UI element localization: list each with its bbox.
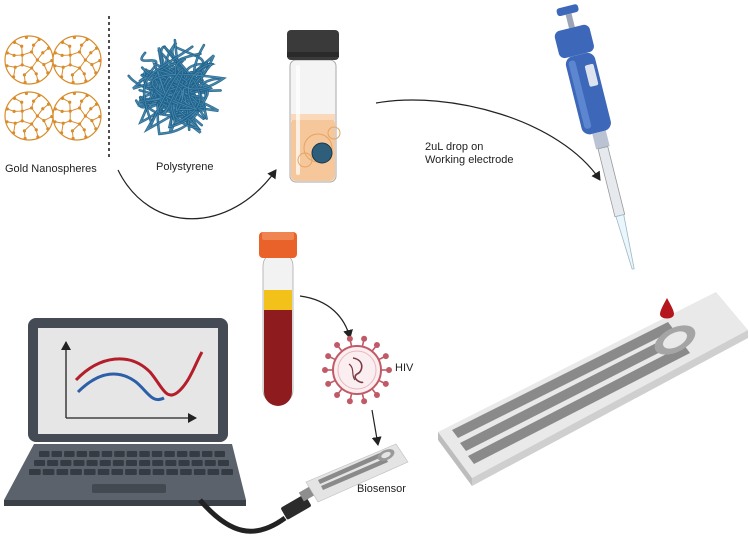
gold-nanosphere-icon: [4, 35, 54, 85]
label-polystyrene: Polystyrene: [156, 161, 214, 173]
label-gold-nanospheres: Gold Nanospheres: [5, 163, 97, 175]
vial-icon: [287, 30, 341, 183]
biosensor-icon: [281, 443, 409, 520]
label-drop-line1: 2uL drop on: [425, 141, 484, 153]
arrow-to-biosensor: [371, 409, 382, 446]
polystyrene-icon: [127, 38, 227, 136]
gold-nanosphere-icon: [4, 91, 54, 141]
label-biosensor: Biosensor: [357, 483, 406, 495]
blood-tube-icon: [259, 232, 297, 406]
virus-icon: [322, 335, 392, 405]
curve-red: [74, 351, 204, 397]
curve-blue: [76, 372, 165, 401]
usb-cable: [198, 498, 287, 534]
arrow-to-virus: [299, 295, 353, 339]
gold-nanosphere-icon: [52, 91, 102, 141]
gold-nanospheres: [4, 35, 102, 141]
pipette-icon: [554, 4, 635, 270]
arrow-to-vial: [117, 169, 277, 220]
label-drop-line2: Working electrode: [425, 154, 514, 166]
electrode-strip-icon: [438, 292, 748, 486]
gold-nanosphere-icon: [52, 35, 102, 85]
laptop-icon: [4, 318, 246, 506]
label-hiv: HIV: [395, 362, 414, 374]
laptop-keyboard: [29, 451, 233, 475]
arrow-to-electrode: [375, 99, 601, 181]
